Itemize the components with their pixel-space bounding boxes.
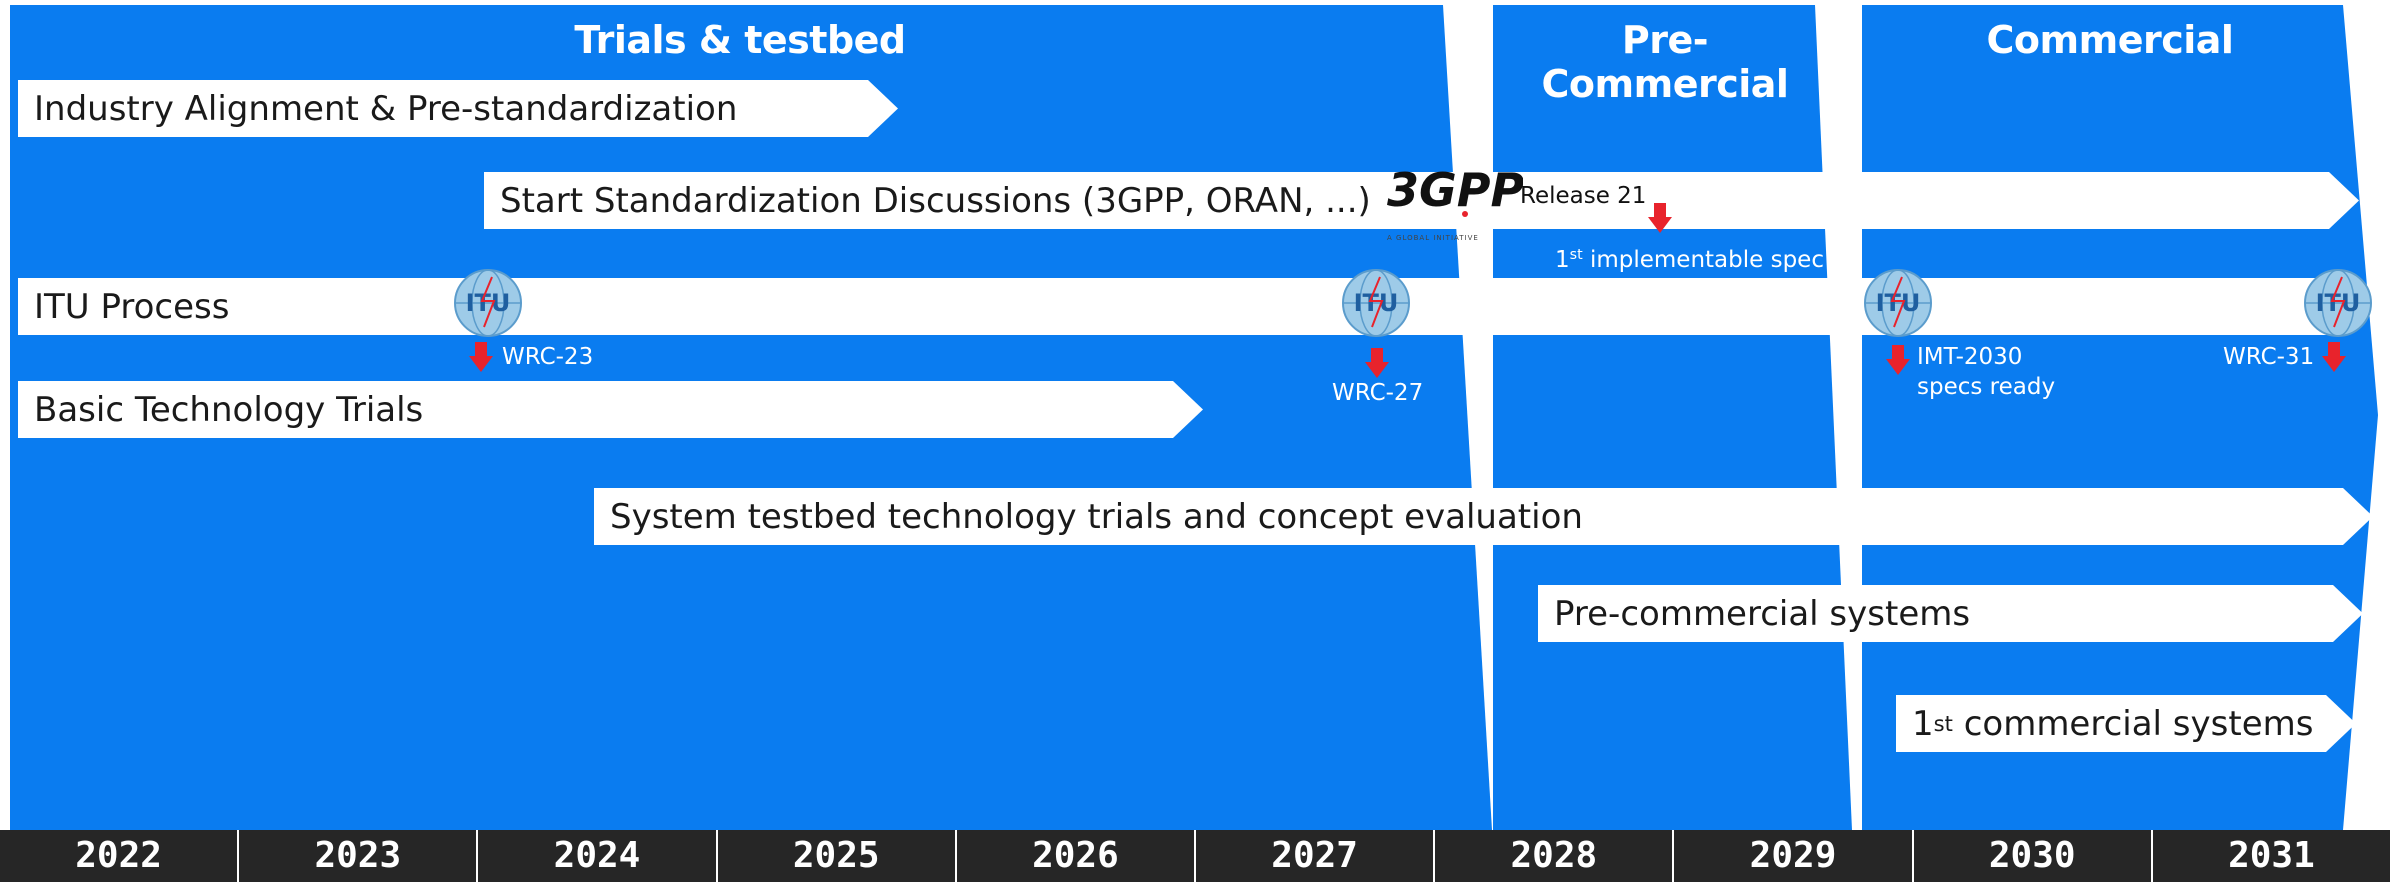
phase-title-precommercial: Pre-Commercial: [1541, 18, 1789, 106]
wrc31-label: WRC-31: [2223, 344, 2315, 370]
svg-text:ITU: ITU: [466, 289, 511, 317]
wrc27-arrow-icon: [1365, 348, 1389, 378]
itu-logo-icon: ITU: [1342, 269, 1410, 337]
imt2030-label-line1: IMT-2030: [1917, 344, 2023, 370]
first-commercial-sup: st: [1933, 711, 1953, 736]
3gpp-logo: 3GPP A GLOBAL INITIATIVE: [1387, 163, 1523, 242]
phase-title-trials: Trials & testbed: [574, 18, 906, 62]
itu-logo-icon: ITU: [1864, 269, 1932, 337]
wrc31-arrow-icon: [2322, 342, 2346, 372]
bar-itu-process: ITU Process: [18, 278, 2366, 335]
imt2030-label-line2: specs ready: [1917, 374, 2056, 400]
implementable-spec-rest: implementable spec: [1582, 246, 1824, 273]
year-cell: 2024: [476, 830, 715, 882]
year-cell: 2029: [1672, 830, 1911, 882]
implementable-spec-sup: st: [1569, 247, 1583, 263]
release-arrow-icon: [1648, 203, 1672, 233]
bar-system-testbed: System testbed technology trials and con…: [594, 488, 2373, 545]
phase-panel-precommercial: [1493, 5, 1852, 830]
year-cell: 2023: [237, 830, 476, 882]
year-cell: 2027: [1194, 830, 1433, 882]
year-cell: 2031: [2150, 830, 2390, 882]
wrc27-label: WRC-27: [1332, 380, 1424, 406]
phase-title-commercial: Commercial: [1986, 18, 2234, 62]
wrc23-label: WRC-23: [502, 344, 594, 370]
first-commercial-num: 1: [1912, 703, 1934, 744]
year-cell: 2022: [75, 835, 162, 876]
year-cell: 2025: [715, 830, 955, 882]
implementable-spec-num: 1: [1555, 246, 1570, 273]
bar-basic-technology-trials: Basic Technology Trials: [18, 381, 1203, 438]
implementable-spec-label: 1st implementable spec: [1555, 240, 1824, 275]
bar-pre-commercial-systems: Pre-commercial systems: [1538, 585, 2363, 642]
year-cell: 2028: [1433, 830, 1672, 882]
itu-logo-icon: ITU: [2304, 269, 2372, 337]
year-cell: 2030: [1911, 830, 2151, 882]
year-cell: 2026: [954, 830, 1194, 882]
imt2030-label: IMT-2030 specs ready: [1917, 342, 2055, 402]
svg-text:ITU: ITU: [1354, 289, 1399, 317]
bar-industry-alignment: Industry Alignment & Pre-standardization: [18, 80, 898, 137]
release-21-label: Release 21: [1520, 183, 1647, 209]
svg-text:ITU: ITU: [1876, 289, 1921, 317]
first-commercial-rest: commercial systems: [1952, 703, 2314, 744]
svg-text:ITU: ITU: [2316, 289, 2361, 317]
imt2030-arrow-icon: [1886, 345, 1910, 375]
3gpp-logo-text: 3GPP: [1387, 163, 1523, 217]
itu-logo-icon: ITU: [454, 269, 522, 337]
3gpp-logo-subtitle: A GLOBAL INITIATIVE: [1387, 234, 1479, 242]
bar-start-standardization: Start Standardization Discussions (3GPP,…: [484, 172, 2359, 229]
wrc23-arrow-icon: [469, 342, 493, 372]
